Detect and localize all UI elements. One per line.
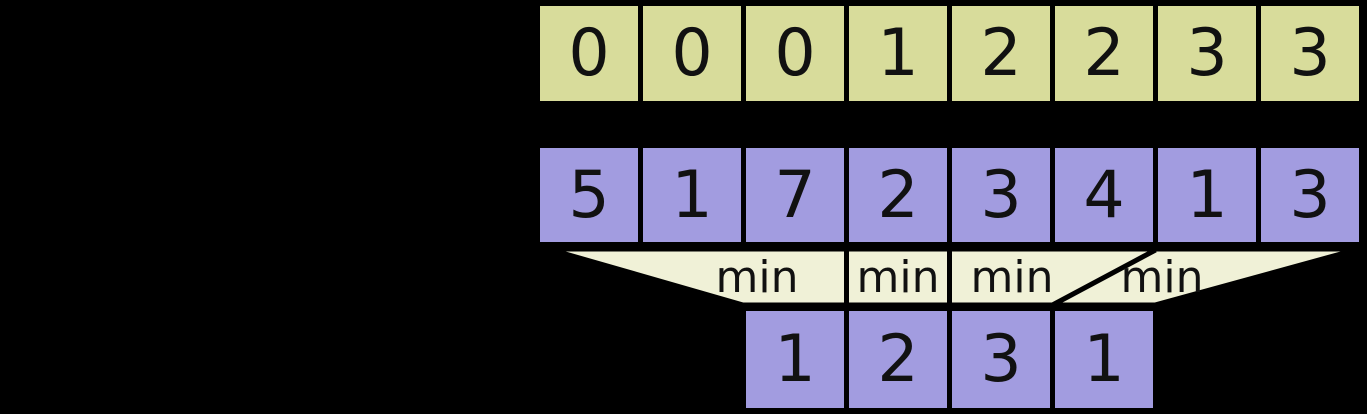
funnel-divider-slanted xyxy=(1051,247,1157,308)
top-array-cell: 0 xyxy=(643,6,741,101)
top-array-cell: 0 xyxy=(540,6,638,101)
top-array-cell: 2 xyxy=(952,6,1050,101)
top-array-row: 0 0 0 1 2 2 3 3 xyxy=(540,6,1359,101)
top-array-cell: 3 xyxy=(1261,6,1359,101)
min-label: min xyxy=(857,252,940,303)
min-label: min xyxy=(716,252,799,303)
middle-array-cell: 3 xyxy=(952,148,1050,242)
middle-array-cell: 5 xyxy=(540,148,638,242)
result-array-cell: 1 xyxy=(1055,311,1153,408)
result-array-cell: 1 xyxy=(746,311,844,408)
top-array-cell: 0 xyxy=(746,6,844,101)
result-array-cell: 3 xyxy=(952,311,1050,408)
middle-array-cell: 4 xyxy=(1055,148,1153,242)
middle-array-cell: 1 xyxy=(643,148,741,242)
top-array-cell: 2 xyxy=(1055,6,1153,101)
middle-array-cell: 2 xyxy=(849,148,947,242)
min-label: min xyxy=(1121,252,1204,303)
result-array-row: 1 2 3 1 xyxy=(746,311,1153,408)
middle-array-row: 5 1 7 2 3 4 1 3 xyxy=(540,148,1359,242)
min-label: min xyxy=(971,252,1054,303)
top-array-cell: 1 xyxy=(849,6,947,101)
middle-array-cell: 3 xyxy=(1261,148,1359,242)
middle-array-cell: 7 xyxy=(746,148,844,242)
funnel-shape xyxy=(547,246,1360,308)
top-array-cell: 3 xyxy=(1158,6,1256,101)
result-array-cell: 2 xyxy=(849,311,947,408)
middle-array-cell: 1 xyxy=(1158,148,1256,242)
